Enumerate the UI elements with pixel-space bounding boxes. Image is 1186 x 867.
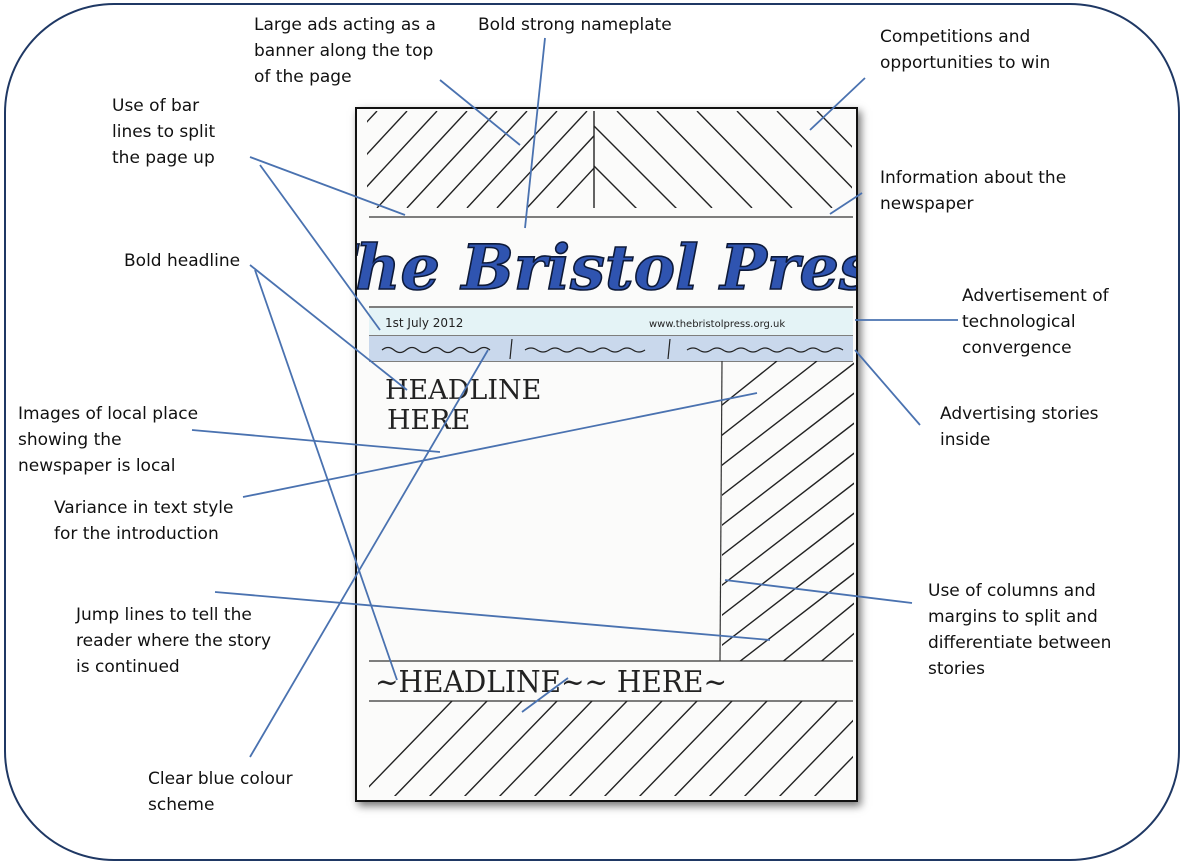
label-bold-headline: Bold headline xyxy=(124,251,241,271)
side-column-ad xyxy=(722,361,854,661)
dateline-band xyxy=(369,308,853,335)
label-competitions: Competitions and opportunities to win xyxy=(880,27,1051,73)
leader-advertising-stories xyxy=(854,349,921,426)
rounded-frame xyxy=(4,3,1180,861)
main-headline-line2: HERE xyxy=(387,405,470,436)
newspaper-sketch: The Bristol Press 1st July 2012 www.theb… xyxy=(308,107,910,802)
leader-large-ads xyxy=(439,79,521,146)
main-headline-line1: HEADLINE xyxy=(385,375,541,406)
leader-nameplate xyxy=(524,37,546,229)
bottom-ad xyxy=(369,701,853,796)
label-info-newspaper: Information about the newspaper xyxy=(880,168,1067,214)
label-images-local: Images of local place showing the newspa… xyxy=(18,404,199,476)
leader-headline-b xyxy=(254,269,398,681)
dateline-date: 1st July 2012 xyxy=(385,316,463,330)
leader-info-newspaper xyxy=(829,192,863,215)
stories-strip-squiggles xyxy=(381,338,844,360)
label-blue-colour: Clear blue colour scheme xyxy=(148,769,293,815)
leader-images-local xyxy=(191,429,441,453)
label-bar-lines: Use of bar lines to split the page up xyxy=(112,96,216,168)
second-headline: ~HEADLINE~~ HERE~ xyxy=(375,665,727,700)
sketch-drawing: The Bristol Press 1st July 2012 www.theb… xyxy=(308,111,910,796)
leader-blue-colour xyxy=(249,349,489,758)
stories-strip xyxy=(369,336,853,361)
label-bold-nameplate: Bold strong nameplate xyxy=(478,15,672,35)
leader-variance xyxy=(242,392,758,498)
leader-competitions xyxy=(809,77,866,131)
leader-blue-colour-b xyxy=(521,677,569,713)
label-tech-convergence: Advertisement of technological convergen… xyxy=(962,286,1109,358)
label-advertising-stories: Advertising stories inside xyxy=(940,404,1099,450)
top-banner-ads xyxy=(367,111,852,208)
leader-headline-a xyxy=(249,264,408,391)
column-divider xyxy=(719,360,723,662)
leader-columns-a xyxy=(724,579,913,604)
nameplate: The Bristol Press xyxy=(357,231,856,304)
dateline-website: www.thebristolpress.org.uk xyxy=(649,319,785,330)
label-columns-margins: Use of columns and margins to split and … xyxy=(928,581,1112,679)
leader-bar-lines-b xyxy=(259,164,381,331)
leader-jump-a xyxy=(214,591,771,641)
label-variance-text: Variance in text style for the introduct… xyxy=(54,498,234,544)
label-jump-lines: Jump lines to tell the reader where the … xyxy=(76,605,272,677)
label-large-ads: Large ads acting as a banner along the t… xyxy=(254,15,436,87)
leader-bar-lines-a xyxy=(249,156,406,216)
